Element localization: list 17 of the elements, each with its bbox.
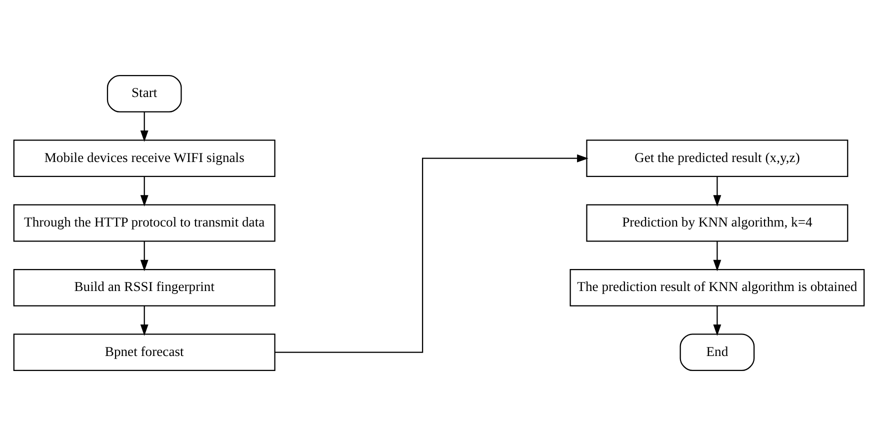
node-box: Prediction by KNN algorithm, k=4 xyxy=(586,204,848,242)
node-box: End xyxy=(680,334,755,372)
arrow xyxy=(140,112,148,142)
node-box: Through the HTTP protocol to transmit data xyxy=(13,204,276,242)
node-box: The prediction result of KNN algorithm is obtained xyxy=(570,268,865,306)
arrow xyxy=(713,241,722,272)
arrow xyxy=(140,306,148,336)
arrow xyxy=(713,176,722,207)
node-box: Build an RSSI fingerprint xyxy=(13,268,276,306)
node-box: Start xyxy=(106,74,182,112)
node-box: Mobile devices receive WIFI signals xyxy=(13,140,276,178)
arrow xyxy=(140,176,148,207)
node-box: Get the predicted result (x,y,z) xyxy=(586,140,848,178)
arrow xyxy=(713,306,722,336)
arrow xyxy=(274,154,588,353)
arrow xyxy=(140,241,148,272)
node-box: Bpnet forecast xyxy=(13,334,276,372)
